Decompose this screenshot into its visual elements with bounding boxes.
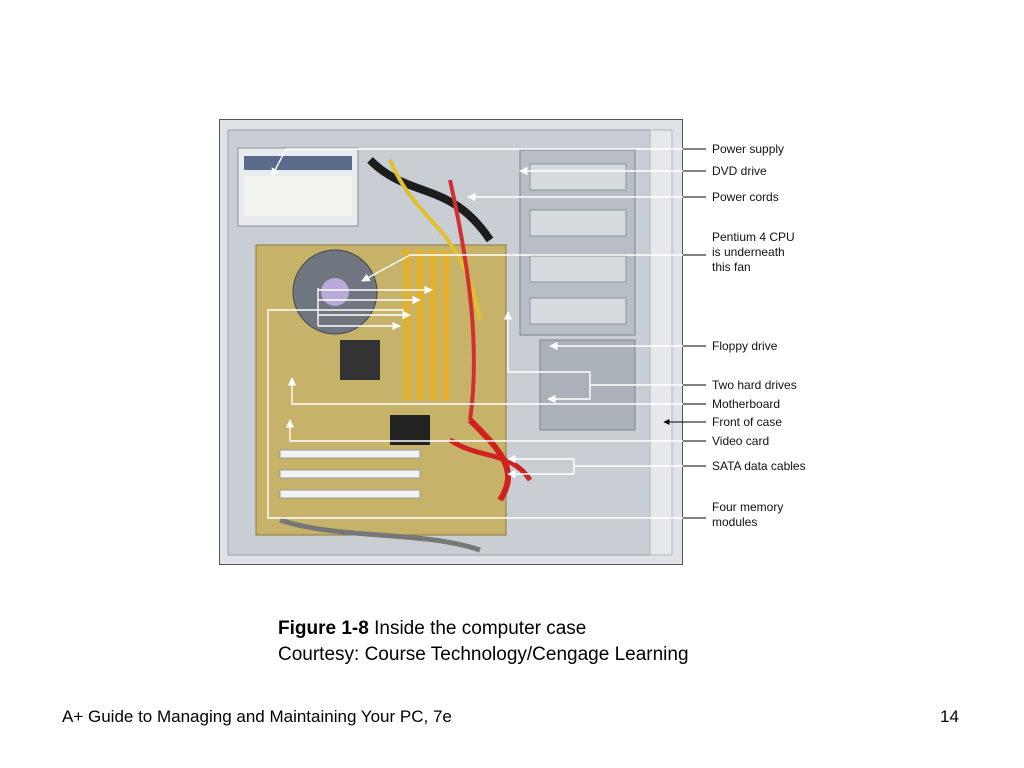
figure-title: Inside the computer case	[374, 618, 587, 639]
callout-dvd-drive: DVD drive	[712, 164, 767, 178]
callout-floppy-drive: Floppy drive	[712, 339, 778, 353]
callout-power-cords: Power cords	[712, 190, 779, 204]
case-interior-illustration	[220, 120, 682, 564]
callout-sata-cables: SATA data cables	[712, 459, 806, 473]
footer-book-title: A+ Guide to Managing and Maintaining You…	[62, 707, 452, 726]
callout-memory-modules: Four memory modules	[712, 500, 784, 529]
callout-front-of-case: Front of case	[712, 415, 783, 429]
callout-video-card: Video card	[712, 434, 770, 448]
figure-credit: Courtesy: Course Technology/Cengage Lear…	[278, 644, 689, 665]
callout-cpu: Pentium 4 CPU is underneath this fan	[712, 230, 795, 274]
callout-motherboard: Motherboard	[712, 397, 781, 411]
footer-page-number: 14	[940, 707, 959, 726]
callout-hard-drives: Two hard drives	[712, 378, 797, 392]
figure-number: Figure 1-8	[278, 618, 369, 639]
figure-caption: Figure 1-8 Inside the computer case Cour…	[278, 616, 689, 668]
computer-case-photo	[219, 119, 683, 565]
callout-power-supply: Power supply	[712, 142, 785, 156]
